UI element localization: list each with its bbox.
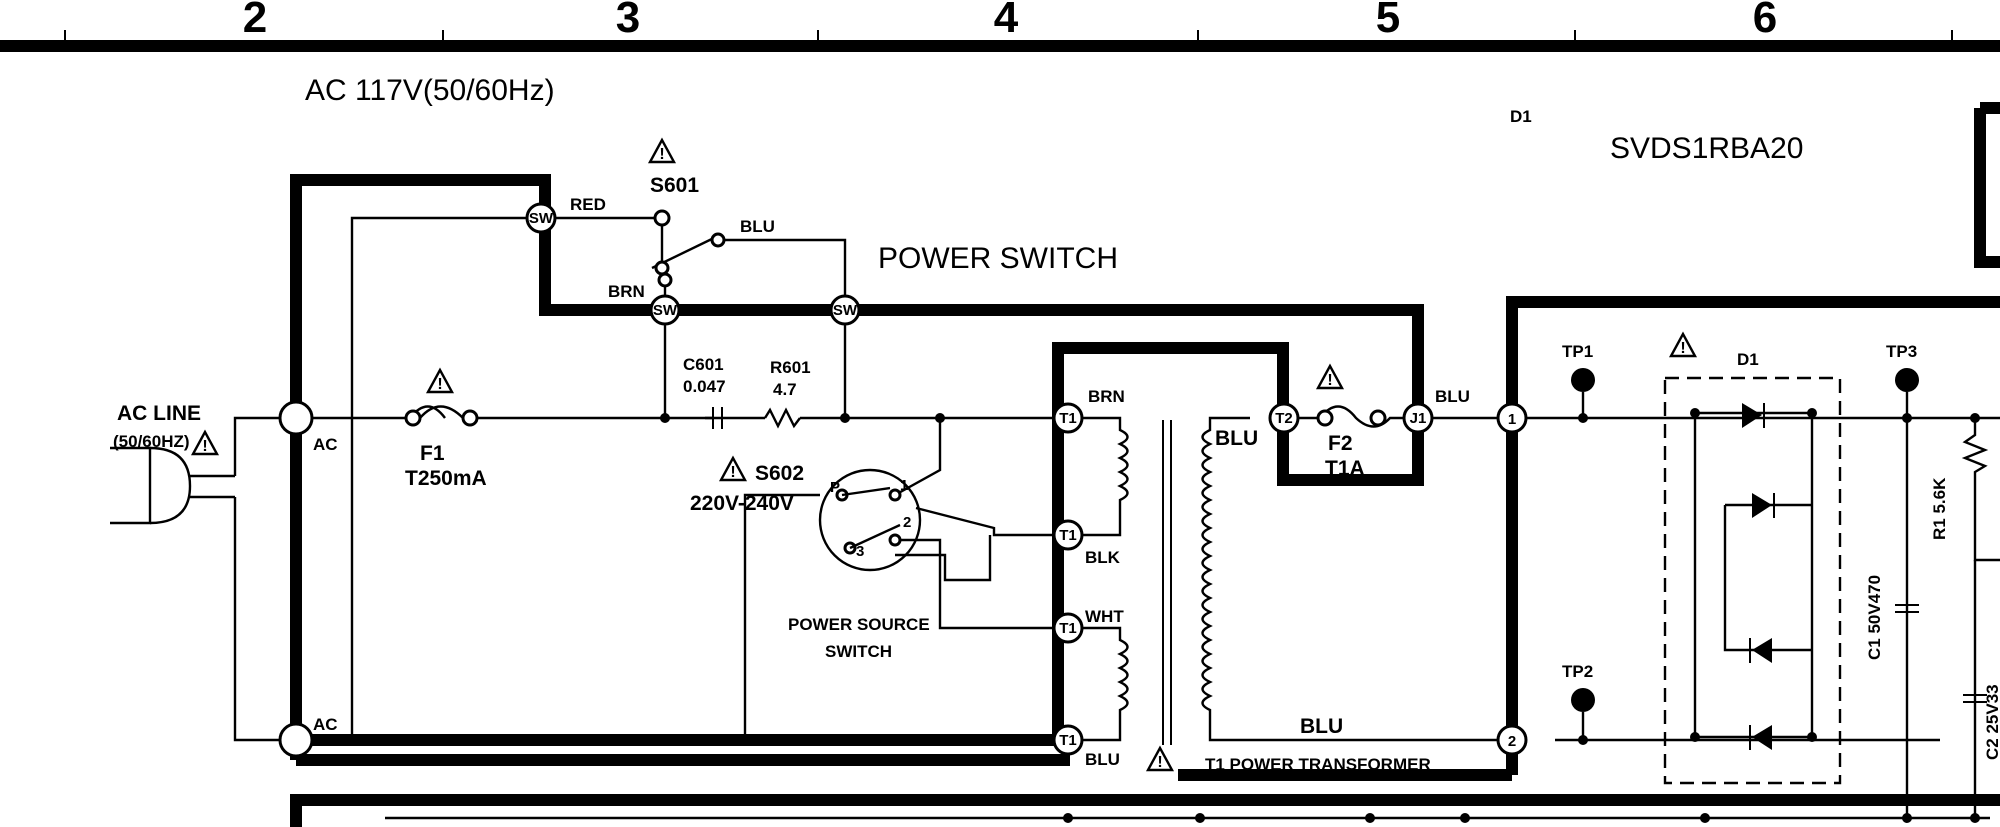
test-points bbox=[1571, 368, 1919, 740]
sw-terminal-3: SW bbox=[833, 302, 858, 319]
terminals bbox=[278, 202, 1528, 758]
t2-terminal: T2 bbox=[1275, 410, 1293, 427]
s601-label: S601 bbox=[650, 174, 699, 197]
terminal-labels: SW SW SW T1 T1 T1 T1 T2 J1 1 2 bbox=[529, 210, 1516, 750]
f2-value: T1A bbox=[1325, 457, 1365, 480]
fuse-f2 bbox=[1316, 409, 1387, 427]
power-switch-label: POWER SWITCH bbox=[878, 242, 1118, 275]
svg-text:!: ! bbox=[437, 376, 442, 393]
c1-label: C1 50V470 bbox=[1865, 575, 1884, 660]
f1-value: T250mA bbox=[405, 467, 487, 490]
tp3-label: TP3 bbox=[1886, 342, 1917, 361]
r601-value: 4.7 bbox=[773, 380, 797, 399]
blk-primary-label: BLK bbox=[1085, 548, 1121, 567]
transformer-label: T1 POWER TRANSFORMER bbox=[1205, 755, 1431, 774]
t1-terminal-2: T1 bbox=[1059, 527, 1077, 544]
svg-text:!: ! bbox=[730, 464, 735, 481]
c601-label: C601 bbox=[683, 355, 724, 374]
ac-bottom-label: AC bbox=[313, 715, 338, 734]
zone-label-6: 6 bbox=[1753, 0, 1777, 42]
s602-pin-3: 3 bbox=[856, 543, 864, 560]
warning-icon: ! bbox=[190, 429, 220, 456]
capacitor-c2 bbox=[1963, 560, 1987, 818]
ac-line-freq-label: (50/60HZ) bbox=[113, 432, 190, 451]
warning-icon: ! bbox=[1315, 363, 1345, 390]
heavy-bus-lines bbox=[290, 102, 2000, 827]
svg-text:!: ! bbox=[1680, 340, 1685, 357]
zone-label-4: 4 bbox=[994, 0, 1019, 42]
r1-label: R1 5.6K bbox=[1930, 477, 1949, 540]
j1-terminal: J1 bbox=[1410, 410, 1427, 427]
d1-part-number: SVDS1RBA20 bbox=[1610, 132, 1803, 165]
brn-primary-label: BRN bbox=[1088, 387, 1125, 406]
capacitor-c601 bbox=[665, 407, 723, 429]
ac-line-label: AC LINE bbox=[117, 402, 201, 425]
sw-terminal-1: SW bbox=[529, 210, 554, 227]
capacitor-c1 bbox=[1895, 418, 1919, 818]
svg-text:!: ! bbox=[1327, 372, 1332, 389]
s602-pin-p: P bbox=[830, 479, 840, 496]
wiring bbox=[110, 216, 2000, 742]
resistor-r1 bbox=[1961, 418, 2000, 562]
ac-supply-label: AC 117V(50/60Hz) bbox=[305, 74, 555, 107]
blu-j1-label: BLU bbox=[1435, 387, 1470, 406]
warning-icon: ! bbox=[718, 455, 748, 482]
c601-value: 0.047 bbox=[683, 377, 726, 396]
s602-label: S602 bbox=[755, 462, 804, 485]
bridge-d1-label: D1 bbox=[1737, 350, 1759, 369]
f2-label: F2 bbox=[1328, 432, 1353, 455]
s602-pin-2: 2 bbox=[903, 514, 911, 531]
power-source-switch-label: POWER SOURCE bbox=[788, 615, 930, 634]
connector-1: 1 bbox=[1508, 411, 1516, 428]
power-source-switch-s602: P 1 2 3 bbox=[818, 468, 922, 572]
tp2-label: TP2 bbox=[1562, 662, 1593, 681]
warning-icon: ! bbox=[1668, 331, 1698, 358]
svg-text:!: ! bbox=[659, 146, 664, 163]
blu-primary-label: BLU bbox=[1085, 750, 1120, 769]
warning-icon: ! bbox=[1145, 745, 1175, 772]
red-wire-label: RED bbox=[570, 195, 606, 214]
c2-label: C2 25V33 bbox=[1983, 684, 2000, 760]
svg-text:!: ! bbox=[1157, 754, 1162, 771]
connector-2: 2 bbox=[1508, 733, 1516, 750]
f1-label: F1 bbox=[420, 442, 445, 465]
warning-icons: ! ! ! ! ! ! ! bbox=[190, 137, 1698, 772]
s602-value: 220V-240V bbox=[690, 492, 794, 515]
brn-wire-label: BRN bbox=[608, 282, 645, 301]
blu-bottom-label: BLU bbox=[1300, 715, 1343, 738]
bridge-rectifier-d1 bbox=[1663, 376, 1842, 785]
s602-pin-1: 1 bbox=[900, 477, 908, 494]
blu-wire-label: BLU bbox=[740, 217, 775, 236]
blu-secondary-label: BLU bbox=[1215, 427, 1258, 450]
tp1-label: TP1 bbox=[1562, 342, 1593, 361]
fuse-f1 bbox=[404, 405, 479, 427]
ac-top-label: AC bbox=[313, 435, 338, 454]
svg-text:!: ! bbox=[202, 438, 207, 455]
t1-terminal-3: T1 bbox=[1059, 620, 1077, 637]
zone-label-2: 2 bbox=[243, 0, 267, 42]
zone-label-3: 3 bbox=[616, 0, 640, 42]
warning-icon: ! bbox=[647, 137, 677, 164]
zone-label-5: 5 bbox=[1376, 0, 1400, 42]
d1-small-label: D1 bbox=[1510, 107, 1532, 126]
t1-terminal-1: T1 bbox=[1059, 410, 1077, 427]
power-source-switch-label-2: SWITCH bbox=[825, 642, 892, 661]
wht-primary-label: WHT bbox=[1085, 607, 1124, 626]
warning-icon: ! bbox=[425, 367, 455, 394]
r601-label: R601 bbox=[770, 358, 811, 377]
resistor-r601 bbox=[763, 407, 801, 429]
text-labels: AC 117V(50/60Hz) D1 SVDS1RBA20 POWER SWI… bbox=[113, 74, 2000, 774]
zone-ruler: 2 3 4 5 6 bbox=[0, 0, 2000, 52]
sw-terminal-2: SW bbox=[653, 302, 678, 319]
t1-terminal-4: T1 bbox=[1059, 732, 1077, 749]
power-transformer-t1 bbox=[1068, 416, 1508, 745]
